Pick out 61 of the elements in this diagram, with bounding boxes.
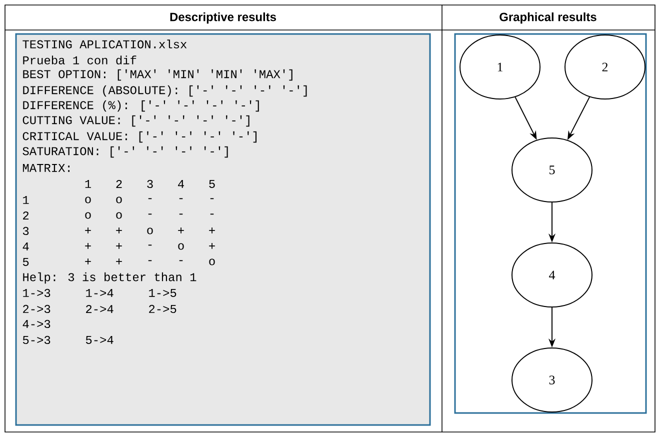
- matrix-cell: -: [210, 214, 214, 215]
- relation-text: 5->3: [22, 336, 50, 344]
- output-line: CUTTING VALUE: ['-' '-' '-' '-']: [22, 115, 250, 127]
- matrix-cell: 5: [209, 180, 215, 188]
- relation-text: 2->5: [149, 304, 176, 314]
- output-line: DIFFERENCE (ABSOLUTE): ['-' '-' '-' '-']: [23, 85, 307, 97]
- matrix-cell: o: [85, 196, 91, 204]
- matrix-cell: +: [209, 228, 215, 234]
- matrix-cell: o: [116, 196, 122, 204]
- column-header: Graphical results: [500, 12, 596, 24]
- output-line: DIFFERENCE (%): ['-' '-' '-' '-']: [23, 100, 259, 112]
- output-line: TESTING APLICATION.xlsx: [22, 40, 187, 48]
- matrix-cell: 1: [85, 180, 92, 188]
- matrix-cell: -: [148, 244, 152, 246]
- matrix-cell: +: [85, 228, 91, 234]
- relation-text: 1->5: [149, 289, 176, 297]
- matrix-cell: 5: [22, 258, 29, 266]
- matrix-cell: 3: [147, 180, 153, 188]
- matrix-cell: 4: [178, 180, 184, 188]
- output-line: BEST OPTION: ['MAX' 'MIN' 'MIN' 'MAX']: [23, 69, 292, 81]
- matrix-cell: -: [148, 260, 152, 262]
- matrix-cell: -: [179, 198, 183, 200]
- matrix-cell: -: [148, 198, 152, 200]
- matrix-cell: +: [178, 228, 184, 234]
- matrix-cell: o: [116, 212, 122, 219]
- graph-node: 1: [460, 34, 540, 100]
- graph-node: 5: [512, 138, 592, 202]
- matrix-cell: +: [85, 258, 91, 264]
- relation-text: 2->4: [86, 305, 114, 313]
- matrix-cell: -: [210, 198, 214, 200]
- relation-text: 2->3: [23, 304, 50, 314]
- relation-text: 5->4: [86, 336, 114, 344]
- relation-text: 1->4: [86, 289, 114, 297]
- matrix-cell: o: [209, 258, 215, 266]
- matrix-cell: 2: [116, 180, 122, 188]
- graph-node: 4: [512, 242, 592, 308]
- matrix-cell: +: [116, 243, 122, 249]
- matrix-cell: o: [85, 212, 91, 219]
- output-line: MATRIX:: [22, 164, 70, 172]
- matrix-cell: -: [179, 260, 183, 262]
- matrix-cell: +: [85, 243, 91, 249]
- matrix-cell: +: [116, 228, 122, 234]
- graph-node: 2: [564, 34, 646, 100]
- matrix-cell: o: [147, 228, 153, 234]
- matrix-cell: o: [178, 243, 184, 250]
- output-line: Prueba 1 con dif: [23, 56, 136, 64]
- matrix-cell: +: [116, 258, 122, 264]
- matrix-cell: 4: [22, 242, 29, 250]
- matrix-cell: 1: [23, 196, 29, 204]
- matrix-cell: -: [148, 214, 152, 215]
- output-line: SATURATION: ['-' '-' '-' '-']: [22, 146, 228, 158]
- matrix-cell: -: [179, 214, 183, 215]
- graph-node: 3: [512, 348, 592, 412]
- output-line: Help: 3 is better than 1: [23, 272, 196, 284]
- matrix-cell: +: [209, 243, 215, 249]
- relation-text: 4->3: [22, 320, 50, 328]
- relation-text: 1->3: [23, 288, 50, 298]
- column-header: Descriptive results: [170, 12, 276, 24]
- output-line: CRITICAL VALUE: ['-' '-' '-' '-']: [22, 131, 256, 143]
- matrix-cell: 3: [22, 226, 29, 236]
- matrix-cell: 2: [23, 212, 29, 220]
